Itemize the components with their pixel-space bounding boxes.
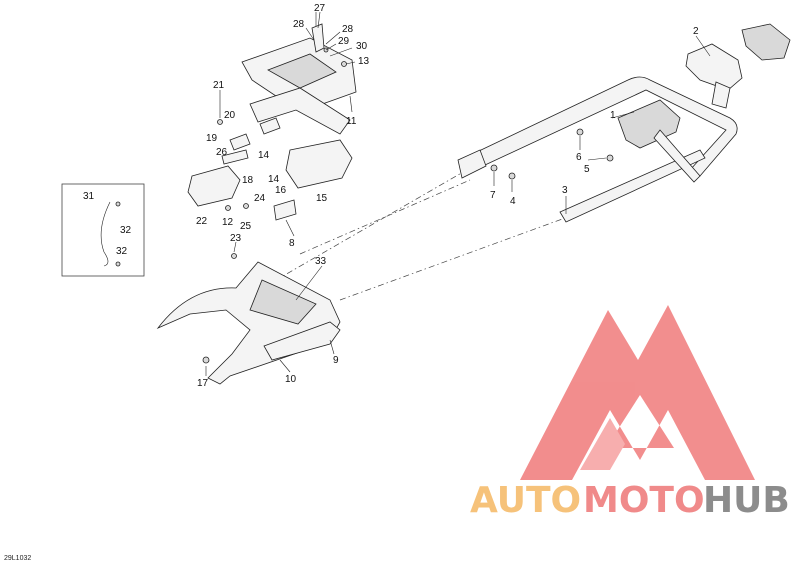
callout-15: 15 bbox=[316, 193, 328, 204]
fender-10 bbox=[156, 261, 341, 385]
callout-12: 12 bbox=[222, 217, 234, 228]
callout-32: 32 bbox=[120, 225, 132, 236]
rear-fender-assembly bbox=[156, 253, 341, 385]
callout-28: 28 bbox=[342, 24, 354, 35]
latch-27 bbox=[311, 23, 325, 53]
callout-32: 32 bbox=[116, 246, 128, 257]
callout-2: 2 bbox=[693, 26, 699, 37]
fender-skirt-9 bbox=[263, 321, 341, 361]
callout-18: 18 bbox=[242, 175, 254, 186]
leader-lines bbox=[205, 11, 711, 376]
callout-22: 22 bbox=[196, 216, 208, 227]
callout-8: 8 bbox=[289, 238, 295, 249]
tail-lens bbox=[741, 23, 791, 61]
callout-30: 30 bbox=[356, 41, 368, 52]
callout-14: 14 bbox=[268, 174, 280, 185]
callout-10: 10 bbox=[285, 374, 297, 385]
callout-5: 5 bbox=[584, 164, 590, 175]
watermark-hub: HUB bbox=[703, 480, 790, 521]
callout-19: 19 bbox=[206, 133, 218, 144]
callout-1: 1 bbox=[610, 110, 616, 121]
callout-20: 20 bbox=[224, 110, 236, 121]
callout-21: 21 bbox=[213, 80, 225, 91]
callout-3: 3 bbox=[562, 185, 568, 196]
callout-23: 23 bbox=[230, 233, 242, 244]
watermark-auto: AUTO bbox=[470, 480, 581, 521]
bolt-7 bbox=[490, 164, 498, 172]
callout-6: 6 bbox=[576, 152, 582, 163]
inset-frame bbox=[61, 183, 145, 277]
rear-rail-assembly bbox=[457, 23, 791, 223]
callout-17: 17 bbox=[197, 378, 209, 389]
watermark-moto: MOTO bbox=[583, 480, 705, 521]
upper-plate-assembly bbox=[241, 23, 357, 135]
callout-27: 27 bbox=[314, 3, 326, 14]
nut-17 bbox=[202, 356, 210, 364]
watermark-triangle-inner bbox=[580, 418, 625, 470]
mount-post bbox=[711, 81, 731, 109]
callout-16: 16 bbox=[275, 185, 287, 196]
watermark-triangle-mark bbox=[520, 305, 755, 480]
screw-13 bbox=[341, 61, 347, 67]
terminal-32a bbox=[115, 201, 121, 207]
callout-24: 24 bbox=[254, 193, 266, 204]
nut-4 bbox=[508, 172, 516, 180]
callout-33: 33 bbox=[315, 256, 327, 267]
callout-14: 14 bbox=[258, 150, 270, 161]
rail-lower-bar-3 bbox=[559, 149, 706, 223]
harness-inset bbox=[61, 183, 145, 277]
bolt-23 bbox=[231, 253, 237, 259]
callout-26: 26 bbox=[216, 147, 228, 158]
callout-7: 7 bbox=[490, 190, 496, 201]
strut bbox=[653, 129, 701, 183]
watermark-text: AUTO MOTO HUB bbox=[470, 480, 790, 521]
fender-tray-33 bbox=[249, 279, 317, 325]
screw-25 bbox=[243, 203, 249, 209]
screw-12 bbox=[225, 205, 231, 211]
bracket-22 bbox=[187, 165, 241, 207]
watermark-logo bbox=[520, 305, 755, 480]
bolt-6 bbox=[576, 128, 584, 136]
bracket-15 bbox=[285, 139, 353, 189]
bolt-5 bbox=[606, 154, 614, 162]
tail-light-housing-2 bbox=[685, 43, 743, 91]
terminal-32b bbox=[115, 261, 121, 267]
callout-11: 11 bbox=[346, 116, 357, 127]
screw-21 bbox=[217, 119, 223, 125]
callout-31: 31 bbox=[83, 191, 95, 202]
clip-14 bbox=[259, 117, 281, 135]
callout-25: 25 bbox=[240, 221, 252, 232]
plate-arm bbox=[249, 87, 351, 135]
bracket-1 bbox=[617, 99, 681, 149]
clip-20 bbox=[229, 133, 251, 151]
harness-wire-31 bbox=[100, 201, 111, 267]
callout-29: 29 bbox=[338, 36, 350, 47]
alignment-lines bbox=[251, 167, 566, 301]
plate-rib bbox=[267, 53, 337, 89]
callout-4: 4 bbox=[510, 196, 516, 207]
callout-28: 28 bbox=[293, 19, 305, 30]
callout-13: 13 bbox=[358, 56, 370, 67]
clip-26 bbox=[221, 149, 249, 165]
figure-code: 29L1032 bbox=[4, 555, 31, 562]
plate-8 bbox=[273, 199, 297, 221]
callouts: 27 28 28 29 30 13 11 21 20 19 26 14 14 1… bbox=[83, 3, 699, 389]
rail-side-bar bbox=[457, 149, 487, 179]
mid-bracket-assembly bbox=[187, 117, 353, 221]
callout-9: 9 bbox=[333, 355, 339, 366]
